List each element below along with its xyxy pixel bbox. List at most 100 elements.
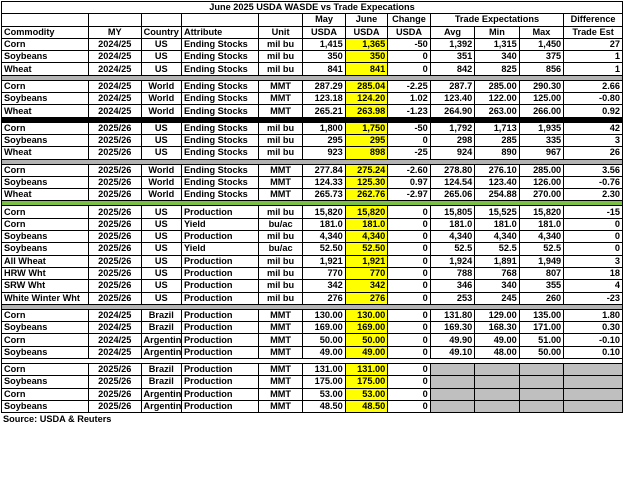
trade-min-cell: 276.10 bbox=[474, 163, 520, 177]
country-cell: World bbox=[140, 163, 182, 177]
unit-cell: MMT bbox=[257, 308, 304, 323]
commodity-cell: Corn bbox=[1, 363, 89, 377]
difference-cell: -0.80 bbox=[563, 92, 623, 106]
unit-cell: MMT bbox=[257, 79, 304, 94]
attribute-cell: Production bbox=[180, 363, 259, 377]
commodity-cell: Soybeans bbox=[1, 399, 89, 414]
source-note: Source: USDA & Reuters bbox=[3, 414, 112, 425]
trade-avg-cell: 1,392 bbox=[429, 37, 476, 52]
trade-min-cell: 1,713 bbox=[474, 121, 520, 135]
trade-avg-cell: 842 bbox=[429, 62, 476, 76]
attribute-cell: Ending Stocks bbox=[180, 121, 259, 135]
trade-min-cell: 15,525 bbox=[474, 205, 520, 219]
change-cell: 0 bbox=[387, 308, 431, 323]
difference-cell: 26 bbox=[563, 146, 623, 160]
trade-max-cell bbox=[518, 363, 565, 377]
country-cell: US bbox=[140, 254, 182, 268]
marketing-year-cell: 2024/25 bbox=[87, 37, 142, 52]
june-usda-cell: 124.20 bbox=[344, 92, 389, 106]
unit-cell: mil bu bbox=[257, 146, 304, 160]
marketing-year-cell: 2024/25 bbox=[87, 321, 142, 335]
change-cell: 0 bbox=[387, 50, 431, 64]
trade-min-cell: 825 bbox=[474, 62, 520, 76]
trade-avg-cell: 788 bbox=[429, 266, 476, 281]
commodity-cell: Corn bbox=[1, 333, 89, 347]
header-trade-est: Trade Est bbox=[563, 25, 623, 39]
header-empty-cell bbox=[257, 13, 304, 27]
trade-max-cell: 260 bbox=[518, 291, 565, 305]
marketing-year-cell: 2025/26 bbox=[87, 205, 142, 219]
trade-min-cell: 768 bbox=[474, 266, 520, 281]
header-empty-cell bbox=[1, 13, 89, 27]
attribute-cell: Ending Stocks bbox=[180, 175, 259, 190]
unit-cell: mil bu bbox=[257, 37, 304, 52]
marketing-year-cell: 2025/26 bbox=[87, 242, 142, 256]
trade-min-cell: 285 bbox=[474, 133, 520, 148]
trade-avg-cell: 123.40 bbox=[429, 92, 476, 106]
marketing-year-cell: 2025/26 bbox=[87, 146, 142, 160]
change-cell: 0 bbox=[387, 133, 431, 148]
attribute-cell: Yield bbox=[180, 217, 259, 232]
unit-cell: bu/ac bbox=[257, 242, 304, 256]
may-usda-cell: 342 bbox=[302, 279, 346, 293]
trade-min-cell: 245 bbox=[474, 291, 520, 305]
country-cell: Argentina bbox=[140, 387, 182, 401]
country-cell: US bbox=[140, 279, 182, 293]
unit-cell: MMT bbox=[257, 333, 304, 347]
country-cell: US bbox=[140, 242, 182, 256]
trade-avg-cell bbox=[429, 363, 476, 377]
may-usda-cell: 53.00 bbox=[302, 387, 346, 401]
table-row: Corn2024/25ArgentinaProductionMMT50.0050… bbox=[1, 333, 623, 347]
change-cell: -50 bbox=[387, 121, 431, 135]
country-cell: US bbox=[140, 291, 182, 305]
header-avg: Avg bbox=[429, 25, 476, 39]
june-usda-cell: 275.24 bbox=[344, 163, 389, 177]
marketing-year-cell: 2024/25 bbox=[87, 345, 142, 360]
header-trade-expectations: Trade Expectations bbox=[429, 13, 565, 27]
attribute-cell: Ending Stocks bbox=[180, 146, 259, 160]
trade-max-cell: 181.0 bbox=[518, 217, 565, 232]
trade-avg-cell: 253 bbox=[429, 291, 476, 305]
trade-max-cell: 290.30 bbox=[518, 79, 565, 94]
june-usda-cell: 1,750 bbox=[344, 121, 389, 135]
header-may-usda: USDA bbox=[302, 25, 346, 39]
commodity-cell: Soybeans bbox=[1, 321, 89, 335]
trade-min-cell: 4,340 bbox=[474, 230, 520, 244]
country-cell: US bbox=[140, 50, 182, 64]
country-cell: US bbox=[140, 121, 182, 135]
commodity-cell: Soybeans bbox=[1, 375, 89, 389]
attribute-cell: Production bbox=[180, 291, 259, 305]
change-cell: 0.97 bbox=[387, 175, 431, 190]
commodity-cell: Soybeans bbox=[1, 50, 89, 64]
commodity-cell: Corn bbox=[1, 79, 89, 94]
header-min: Min bbox=[474, 25, 520, 39]
trade-avg-cell: 52.5 bbox=[429, 242, 476, 256]
trade-max-cell: 4,340 bbox=[518, 230, 565, 244]
difference-cell: 0.30 bbox=[563, 321, 623, 335]
table-title: June 2025 USDA WASDE vs Trade Expecation… bbox=[1, 0, 623, 15]
may-usda-cell: 295 bbox=[302, 133, 346, 148]
unit-cell: bu/ac bbox=[257, 217, 304, 232]
trade-avg-cell: 15,805 bbox=[429, 205, 476, 219]
trade-max-cell bbox=[518, 387, 565, 401]
trade-max-cell: 1,450 bbox=[518, 37, 565, 52]
june-usda-cell: 181.0 bbox=[344, 217, 389, 232]
june-usda-cell: 262.76 bbox=[344, 188, 389, 202]
june-usda-cell: 276 bbox=[344, 291, 389, 305]
change-cell: 0 bbox=[387, 217, 431, 232]
trade-avg-cell bbox=[429, 399, 476, 414]
trade-avg-cell: 124.54 bbox=[429, 175, 476, 190]
trade-max-cell: 52.5 bbox=[518, 242, 565, 256]
june-usda-cell: 169.00 bbox=[344, 321, 389, 335]
trade-min-cell: 1,891 bbox=[474, 254, 520, 268]
change-cell: 0 bbox=[387, 291, 431, 305]
